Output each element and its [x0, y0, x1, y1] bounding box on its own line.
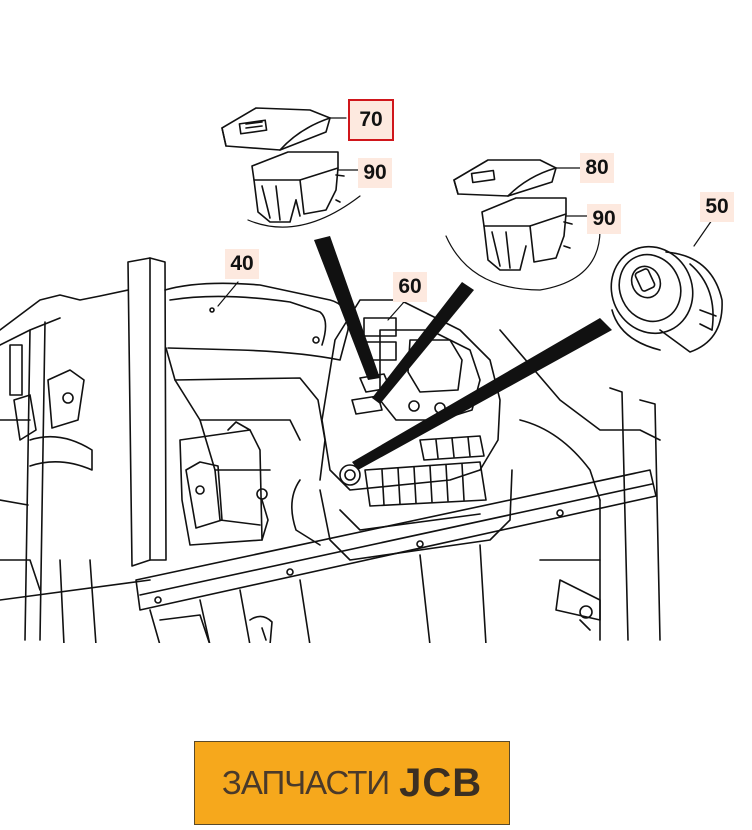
logo-text: ЗАПЧАСТИ [221, 764, 390, 801]
callout-90-left[interactable]: 90 [358, 158, 392, 188]
callout-90-right[interactable]: 90 [587, 204, 621, 234]
callout-50[interactable]: 50 [700, 192, 734, 222]
pointer-wedge-50 [352, 318, 612, 470]
pointer-wedges [314, 236, 612, 470]
callout-70[interactable]: 70 [348, 99, 394, 141]
leader-line-40 [217, 281, 239, 307]
part-50-ignition-switch [610, 245, 723, 353]
brand-logo: ЗАПЧАСТИ JCB [194, 741, 510, 825]
part-90-switch-body-left [247, 151, 361, 228]
pointer-wedge-80 [372, 282, 474, 404]
part-70-switch-cap [221, 107, 331, 151]
part-90-switch-body-right [445, 197, 601, 291]
callout-60[interactable]: 60 [393, 272, 427, 302]
pointer-wedge-70 [314, 236, 380, 380]
leader-line-50 [693, 219, 713, 247]
logo-brand: JCB [399, 760, 483, 805]
callout-40[interactable]: 40 [225, 249, 259, 279]
callout-80[interactable]: 80 [580, 153, 614, 183]
cab-frame-drawing [0, 257, 674, 647]
part-80-switch-cap [453, 159, 557, 197]
leader-line-60 [387, 301, 405, 321]
